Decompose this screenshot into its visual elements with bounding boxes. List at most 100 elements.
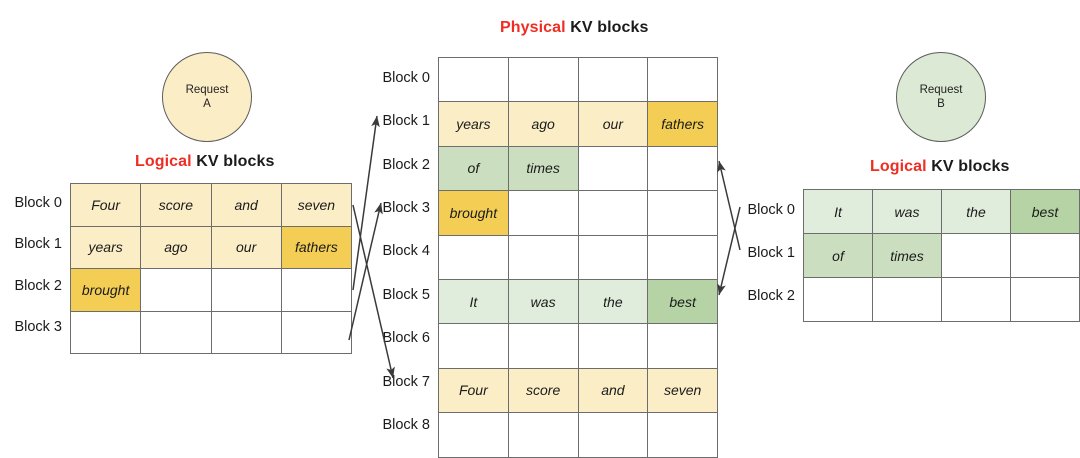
physical-cell: [577, 234, 649, 280]
physical-cell: [438, 323, 509, 369]
physical-cell: [647, 412, 718, 458]
logical_left-cell: [210, 310, 282, 354]
physical-cell: [507, 56, 579, 103]
request-a-label-line1: Request: [185, 83, 229, 96]
physical-cell: years: [438, 101, 509, 147]
logical_right-cell: was: [872, 189, 942, 234]
physical-cell: [438, 56, 509, 103]
physical-row: brought: [438, 190, 718, 236]
request-b-node[interactable]: Request B: [896, 52, 986, 142]
physical-cell: was: [507, 278, 579, 325]
physical-cell: times: [507, 145, 579, 192]
logical_left-row: [69, 310, 353, 354]
physical-row: [438, 56, 718, 103]
physical-cell: [507, 412, 579, 458]
physical-row-label-0: Block 0: [382, 69, 430, 86]
physical-title-highlight: Physical: [500, 19, 566, 36]
physical-row-label-6: Block 6: [382, 330, 430, 347]
physical-cell: [507, 190, 579, 236]
logical_right-cell: [872, 277, 942, 322]
logical_left-cell: brought: [69, 268, 142, 312]
logical-left-title-highlight: Logical: [135, 153, 192, 170]
physical-cell: [647, 234, 718, 280]
physical-cell: our: [577, 101, 649, 147]
logical_left-cell: score: [140, 183, 212, 227]
physical-row-label-4: Block 4: [382, 243, 430, 260]
logical_left-cell: [140, 310, 212, 354]
physical-cell: [647, 145, 718, 192]
logical_left-cell: and: [210, 183, 282, 227]
physical-cell: brought: [438, 190, 509, 236]
logical_left-cell: fathers: [280, 225, 353, 269]
logical-right-row-label-1: Block 1: [747, 244, 795, 261]
physical-cell: fathers: [647, 101, 718, 147]
physical-cell: of: [438, 145, 509, 192]
physical-cell: [577, 56, 649, 103]
logical_right-cell: best: [1010, 189, 1080, 234]
logical_left-cell: ago: [140, 225, 212, 269]
logical_left-cell: seven: [280, 183, 353, 227]
logical_right-row: [803, 277, 1080, 322]
logical-right-title-rest: KV blocks: [926, 158, 1010, 175]
physical-cell: best: [647, 278, 718, 325]
logical_left-cell: [280, 310, 353, 354]
physical-row-label-1: Block 1: [382, 113, 430, 130]
physical-title-rest: KV blocks: [565, 19, 649, 36]
logical-left-row-label-2: Block 2: [14, 277, 62, 294]
logical_left-row: brought: [69, 268, 353, 312]
logical-right-row-label-2: Block 2: [747, 287, 795, 304]
logical_right-cell: [1010, 233, 1080, 278]
logical_right-cell: [1010, 277, 1080, 322]
physical-row: [438, 412, 718, 458]
logical_left-cell: [69, 310, 142, 354]
logical_left-cell: Four: [69, 183, 142, 227]
logical-left-title: Logical KV blocks: [135, 153, 275, 171]
physical-row-label-2: Block 2: [382, 156, 430, 173]
physical-cell: and: [577, 367, 649, 414]
logical_left-cell: [280, 268, 353, 312]
physical-cell: [577, 323, 649, 369]
logical_right-cell: of: [803, 233, 873, 278]
request-a-node[interactable]: Request A: [162, 52, 252, 142]
request-b-label-line2: B: [937, 98, 945, 110]
logical-right-row-label-0: Block 0: [747, 201, 795, 218]
logical_right-cell: It: [803, 189, 873, 234]
logical-left-row-label-1: Block 1: [14, 236, 62, 253]
physical-row-label-3: Block 3: [382, 199, 430, 216]
logical_left-cell: [210, 268, 282, 312]
logical_left-cell: [140, 268, 212, 312]
physical-row-label-7: Block 7: [382, 373, 430, 390]
logical_left-cell: years: [69, 225, 142, 269]
physical-cell: [647, 323, 718, 369]
physical-row-label-5: Block 5: [382, 286, 430, 303]
logical_right-cell: [803, 277, 873, 322]
physical-cell: Four: [438, 367, 509, 414]
logical_left-cell: our: [210, 225, 282, 269]
logical-left-title-rest: KV blocks: [191, 153, 275, 170]
physical-cell: seven: [647, 367, 718, 414]
logical-left-row-label-3: Block 3: [14, 319, 62, 336]
logical_right-cell: the: [941, 189, 1011, 234]
physical-row: [438, 323, 718, 369]
physical-cell: [577, 190, 649, 236]
physical-cell: [507, 234, 579, 280]
logical_right-cell: times: [872, 233, 942, 278]
physical-cell: [577, 412, 649, 458]
logical-right-title-highlight: Logical: [870, 158, 927, 175]
logical-left-row-label-0: Block 0: [14, 194, 62, 211]
request-b-label-line1: Request: [919, 83, 963, 96]
request-a-label-line2: A: [203, 98, 211, 110]
physical-cell: [647, 190, 718, 236]
physical-cell: [647, 56, 718, 103]
physical-cell: score: [507, 367, 579, 414]
physical-cell: It: [438, 278, 509, 325]
physical-cell: ago: [507, 101, 579, 147]
logical-right-title: Logical KV blocks: [870, 158, 1010, 176]
